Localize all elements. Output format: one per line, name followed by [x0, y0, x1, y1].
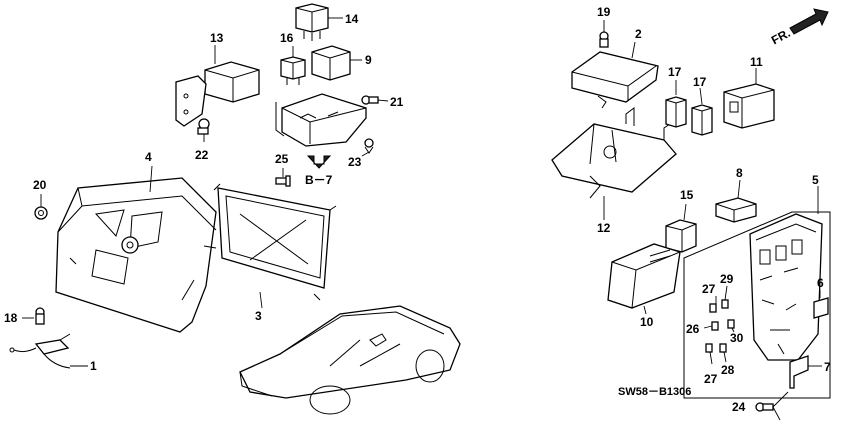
unit-part-11[interactable] — [723, 83, 775, 129]
callout-8: 8 — [736, 166, 743, 180]
sensor-part-1[interactable] — [9, 333, 71, 369]
callout-16: 16 — [280, 31, 294, 45]
fuse-box-part-5[interactable] — [683, 211, 831, 399]
relay-bracket — [275, 93, 367, 147]
callout-21: 21 — [390, 95, 404, 109]
relay-part-8[interactable] — [715, 197, 757, 223]
module-part-10[interactable] — [607, 243, 681, 309]
relay-part-17-right[interactable] — [691, 104, 713, 136]
callout-17a: 17 — [668, 65, 682, 79]
bolt-part-19[interactable] — [599, 31, 609, 48]
reference-arrow-icon — [306, 155, 332, 169]
bracket-part-12[interactable] — [551, 107, 677, 199]
bolt-part-22[interactable] — [197, 118, 210, 135]
vehicle-outline — [239, 305, 461, 415]
direction-label: FR. — [769, 26, 793, 47]
bolt-part-25[interactable] — [275, 175, 291, 187]
callout-28: 28 — [721, 363, 735, 377]
callout-18: 18 — [4, 311, 18, 325]
callout-25: 25 — [275, 152, 289, 166]
callout-23: 23 — [348, 155, 362, 169]
callout-1: 1 — [90, 359, 97, 373]
control-module-part-3[interactable] — [203, 183, 337, 301]
callout-14: 14 — [345, 12, 359, 26]
callout-12: 12 — [597, 221, 611, 235]
relay-part-14[interactable] — [295, 3, 329, 41]
bracket-part-4[interactable] — [55, 177, 217, 333]
diagram-code: SW58－B1306 — [618, 386, 691, 398]
bolt-part-24[interactable] — [755, 402, 774, 412]
bolt-part-21[interactable] — [361, 95, 379, 105]
callout-4: 4 — [145, 150, 152, 164]
control-unit-part-13[interactable] — [175, 61, 260, 127]
bolt-part-18[interactable] — [35, 307, 45, 325]
callout-27b: 27 — [704, 372, 718, 386]
callout-11: 11 — [750, 55, 763, 69]
relay-part-9[interactable] — [311, 45, 351, 81]
callout-2: 2 — [635, 27, 642, 41]
callout-15: 15 — [680, 188, 694, 202]
relay-part-17-left[interactable] — [665, 96, 687, 128]
front-direction-arrow-icon — [789, 8, 829, 35]
relay-part-16[interactable] — [280, 56, 306, 85]
callout-7: 7 — [824, 360, 831, 374]
callout-17b: 17 — [693, 75, 707, 89]
reference-label: B－7 — [305, 173, 333, 187]
callout-10: 10 — [640, 315, 654, 329]
callout-9: 9 — [365, 53, 372, 67]
callout-26: 26 — [686, 322, 700, 336]
callout-13: 13 — [210, 31, 224, 45]
bolt-part-23[interactable] — [364, 138, 374, 154]
callout-5: 5 — [812, 173, 819, 187]
fuses-part-26-30[interactable] — [705, 299, 735, 353]
callout-24: 24 — [732, 400, 746, 414]
relay-part-15[interactable] — [665, 219, 697, 253]
control-unit-part-2[interactable] — [571, 51, 659, 109]
nut-part-20[interactable] — [34, 206, 48, 220]
callout-30: 30 — [730, 331, 744, 345]
callout-19: 19 — [597, 5, 611, 19]
callout-3: 3 — [255, 309, 262, 323]
callout-27a: 27 — [702, 282, 716, 296]
callout-29: 29 — [720, 272, 734, 286]
bracket-part-7[interactable] — [789, 355, 809, 389]
callout-22: 22 — [195, 148, 209, 162]
callout-20: 20 — [33, 178, 47, 192]
callout-6: 6 — [817, 276, 824, 290]
clip-part-6[interactable] — [813, 297, 829, 319]
